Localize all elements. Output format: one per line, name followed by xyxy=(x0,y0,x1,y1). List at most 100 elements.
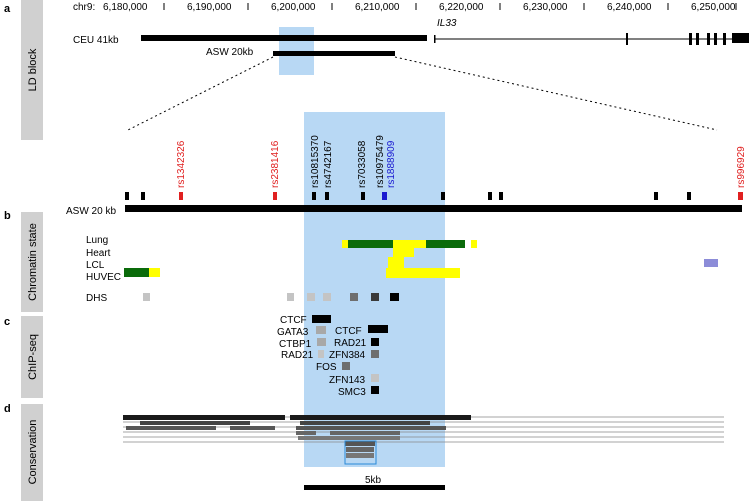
conservation-block xyxy=(330,431,400,435)
snp-marker xyxy=(687,192,691,200)
ceu-label: CEU 41kb xyxy=(73,35,119,46)
asw-label: ASW 20kb xyxy=(206,47,254,58)
chromatin-segment xyxy=(393,248,414,257)
snp-label-rs1342326: rs1342326 xyxy=(176,140,187,188)
gene-exon xyxy=(707,33,710,45)
chip-peak xyxy=(317,338,326,346)
panel-d-box xyxy=(21,404,43,501)
chip-peak xyxy=(371,350,379,358)
chip-peak xyxy=(368,325,388,333)
snp-label-rs10975479: rs10975479 xyxy=(375,135,386,188)
chip-label: GATA3 xyxy=(277,327,309,338)
panel-a: a LD block xyxy=(4,0,43,140)
conservation-block xyxy=(140,421,250,425)
dhs-peak xyxy=(350,293,358,301)
chip-peak xyxy=(312,315,331,323)
snp-label-rs4742167: rs4742167 xyxy=(323,140,334,188)
snp-marker-rs1342326 xyxy=(179,192,183,200)
gene-exon xyxy=(714,33,717,45)
snp-marker-rs996929 xyxy=(738,192,743,200)
chip-label: RAD21 xyxy=(334,338,367,349)
dhs-peak xyxy=(323,293,331,301)
asw-block xyxy=(273,51,395,56)
snp-labels: rs1342326 rs2381416 rs10815370 rs4742167… xyxy=(176,135,747,188)
chromatin-segment-other xyxy=(704,259,718,267)
conservation-block xyxy=(346,447,374,452)
chromatin-segment xyxy=(149,268,160,277)
gene-exon xyxy=(626,33,628,45)
snp-marker xyxy=(499,192,503,200)
chromatin-segment xyxy=(471,240,477,248)
ceu-block xyxy=(141,35,427,41)
snp-marker-rs4742167 xyxy=(325,192,329,200)
highlight-region-main xyxy=(304,112,445,467)
dhs-peak xyxy=(307,293,315,301)
conservation-block xyxy=(123,415,285,420)
zoom-line-right xyxy=(394,56,718,131)
axis-tick-label: 6,250,000 xyxy=(691,2,736,13)
conservation-block xyxy=(296,431,316,435)
cell-line-label: Heart xyxy=(86,248,111,259)
gene-name: IL33 xyxy=(437,18,457,29)
chip-label: CTCF xyxy=(335,326,362,337)
snp-markers xyxy=(125,192,743,200)
chip-label: SMC3 xyxy=(338,387,366,398)
axis-tick-label: 6,220,000 xyxy=(439,2,484,13)
panel-b-label: Chromatin state xyxy=(27,223,39,301)
gene-il33: IL33 xyxy=(434,18,749,45)
chip-label: ZFN143 xyxy=(329,375,366,386)
chipseq: CTCF GATA3 CTBP1 RAD21 CTCF RAD21 ZFN384… xyxy=(277,315,388,398)
chromatin-segment xyxy=(124,268,149,277)
axis-tick-label: 6,180,000 xyxy=(103,2,148,13)
chromatin-segment xyxy=(348,240,393,248)
snp-marker xyxy=(125,192,129,200)
dhs-label: DHS xyxy=(86,293,107,304)
snp-label-rs1888909: rs1888909 xyxy=(386,140,397,188)
axis-tick-label: 6,200,000 xyxy=(271,2,316,13)
chip-peak xyxy=(371,338,379,346)
axis-tick-label: 6,210,000 xyxy=(355,2,400,13)
dhs-peak xyxy=(143,293,150,301)
chromatin-segment xyxy=(426,240,465,248)
snp-marker xyxy=(488,192,492,200)
chip-peak xyxy=(371,374,379,382)
asw-track-bar xyxy=(125,205,742,212)
gene-exon xyxy=(696,33,699,45)
conservation-block xyxy=(346,453,374,458)
panel-b: b Chromatin state xyxy=(4,210,43,312)
chip-peak xyxy=(318,350,324,358)
gene-exon xyxy=(732,33,749,43)
panel-d-label: Conservation xyxy=(27,420,39,485)
conservation-block xyxy=(126,426,216,430)
snp-label-rs996929: rs996929 xyxy=(736,146,747,188)
scale-bar-label: 5kb xyxy=(365,475,382,486)
conservation-block xyxy=(298,436,400,440)
panel-d: d Conservation xyxy=(4,403,43,501)
gene-exon xyxy=(723,33,726,45)
snp-marker-rs10815370 xyxy=(312,192,316,200)
chip-label: RAD21 xyxy=(281,350,314,361)
conservation xyxy=(123,415,724,465)
snp-marker xyxy=(654,192,658,200)
conservation-block xyxy=(300,421,430,425)
snp-marker xyxy=(441,192,445,200)
asw-track-label: ASW 20 kb xyxy=(66,206,116,217)
panel-c-box xyxy=(21,316,43,398)
conservation-block xyxy=(296,426,446,430)
axis-chrom-label: chr9: xyxy=(73,2,95,13)
cell-line-label: HUVEC xyxy=(86,272,121,283)
snp-marker-rs7033058 xyxy=(361,192,365,200)
axis-tick-label: 6,230,000 xyxy=(523,2,568,13)
snp-label-rs10815370: rs10815370 xyxy=(310,135,321,188)
dhs-peak xyxy=(287,293,294,301)
chip-label: ZFN384 xyxy=(329,350,366,361)
chip-label: CTBP1 xyxy=(279,339,312,350)
conservation-block xyxy=(290,415,471,420)
cell-line-label: LCL xyxy=(86,260,105,271)
chip-peak xyxy=(342,362,350,370)
zoom-line-left xyxy=(127,56,274,131)
scale-bar xyxy=(304,485,445,490)
panel-c-label: ChIP-seq xyxy=(27,334,39,380)
snp-label-rs2381416: rs2381416 xyxy=(270,140,281,188)
